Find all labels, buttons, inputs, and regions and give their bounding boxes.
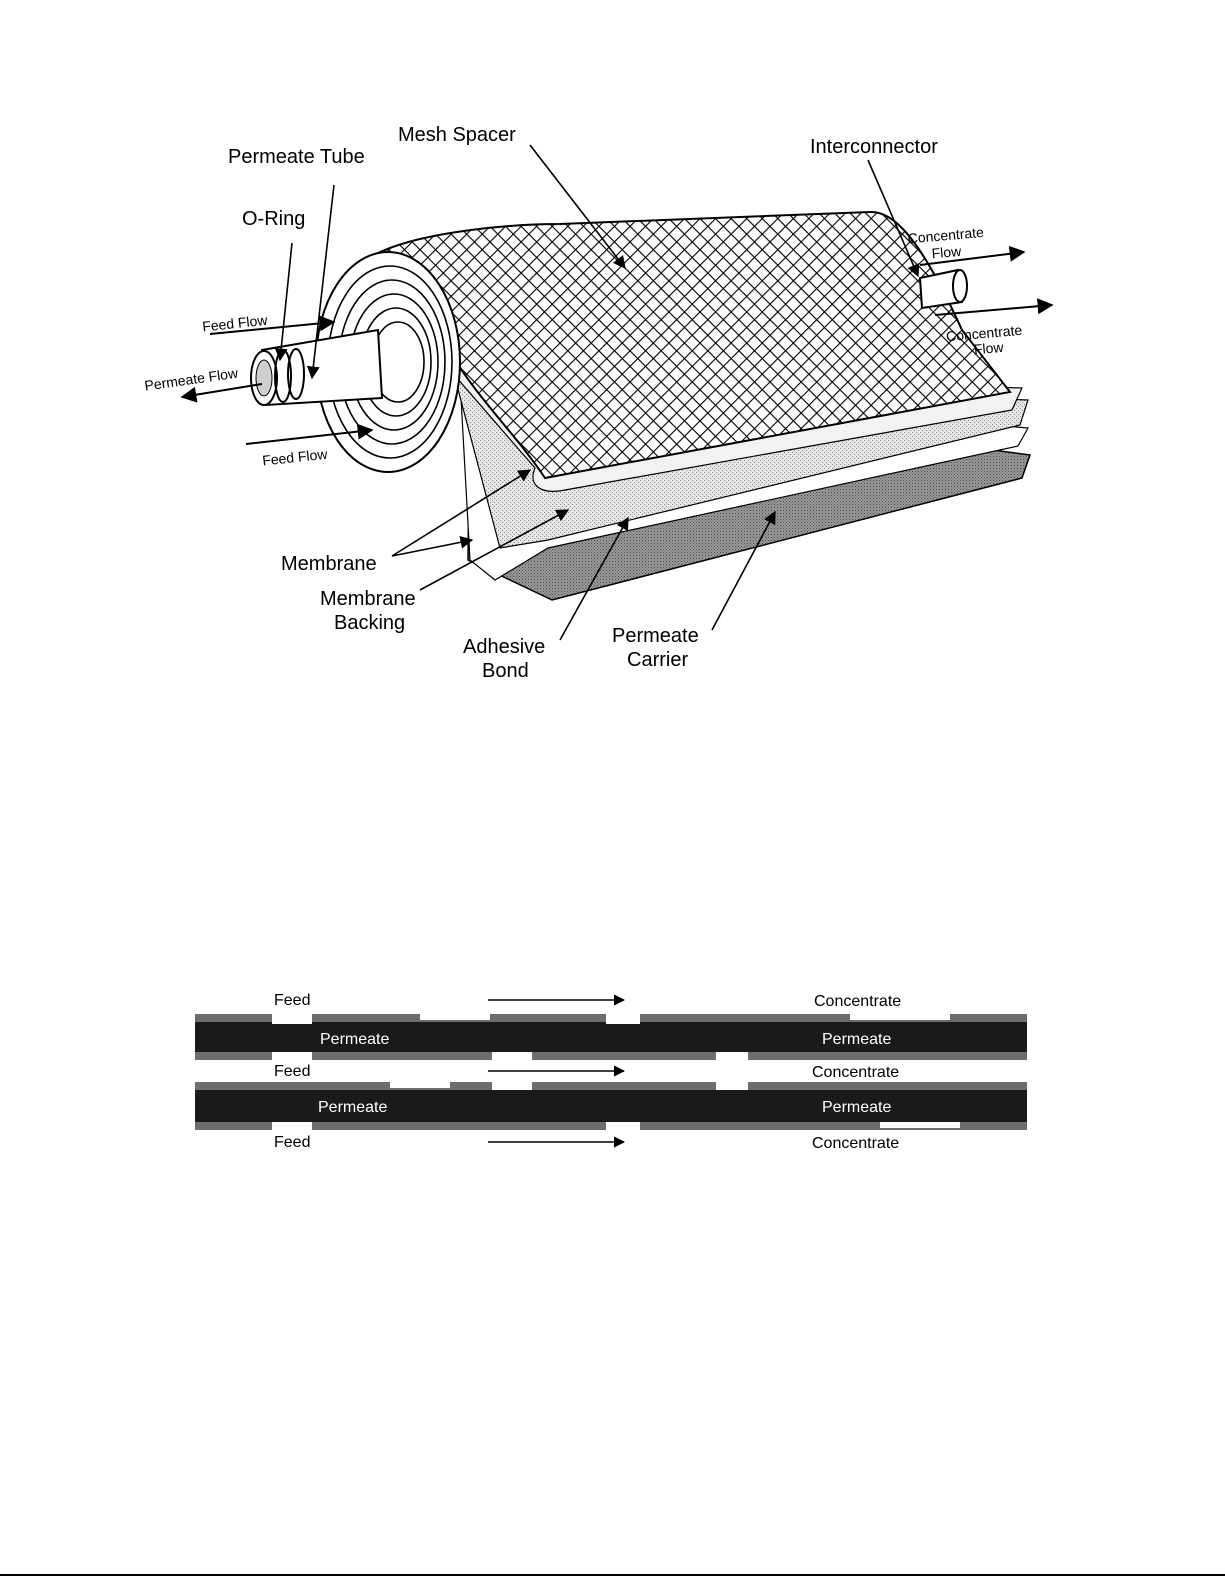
concentrate-label-2: Concentrate [812,1064,899,1081]
adhesive-bond-label: Adhesive [463,636,545,658]
spiral-element-illustration: Mesh Spacer Permeate Tube O-Ring Interco… [143,124,1052,682]
permeate-label-4: Permeate [822,1099,891,1116]
o-ring-label: O-Ring [242,208,305,230]
adhesive-bond-label-line2: Bond [482,660,529,682]
page-bottom-rule [0,1574,1225,1576]
feed-label-2: Feed [274,1063,310,1080]
permeate-tube [262,330,382,405]
interconnector-label: Interconnector [810,136,938,158]
membrane-label: Membrane [281,553,377,575]
flow-channel-diagram: Feed Feed Feed Concentrate Concentrate C… [195,992,1027,1152]
o-ring-leader [280,243,292,360]
feed-label-1: Feed [274,992,310,1009]
permeate-label-1: Permeate [320,1031,389,1048]
membrane-backing-label-line2: Backing [334,612,405,634]
mesh-spacer-label: Mesh Spacer [398,124,516,146]
permeate-label-3: Permeate [318,1099,387,1116]
concentrate-flow-1-label: Concentrate [907,224,985,247]
feed-flow-top-label: Feed Flow [201,312,269,335]
membrane-backing-label: Membrane [320,588,416,610]
permeate-label-2: Permeate [822,1031,891,1048]
permeate-carrier-label: Permeate [612,625,699,647]
feed-label-3: Feed [274,1134,310,1151]
permeate-carrier-label-line2: Carrier [627,649,688,671]
permeate-tube-label: Permeate Tube [228,146,365,168]
concentrate-label-3: Concentrate [812,1135,899,1152]
concentrate-label-1: Concentrate [814,993,901,1010]
concentrate-flow-1-label-line2: Flow [931,243,963,262]
concentrate-flow-2-label-line2: Flow [973,339,1005,358]
feed-flow-bottom-label: Feed Flow [261,446,329,469]
